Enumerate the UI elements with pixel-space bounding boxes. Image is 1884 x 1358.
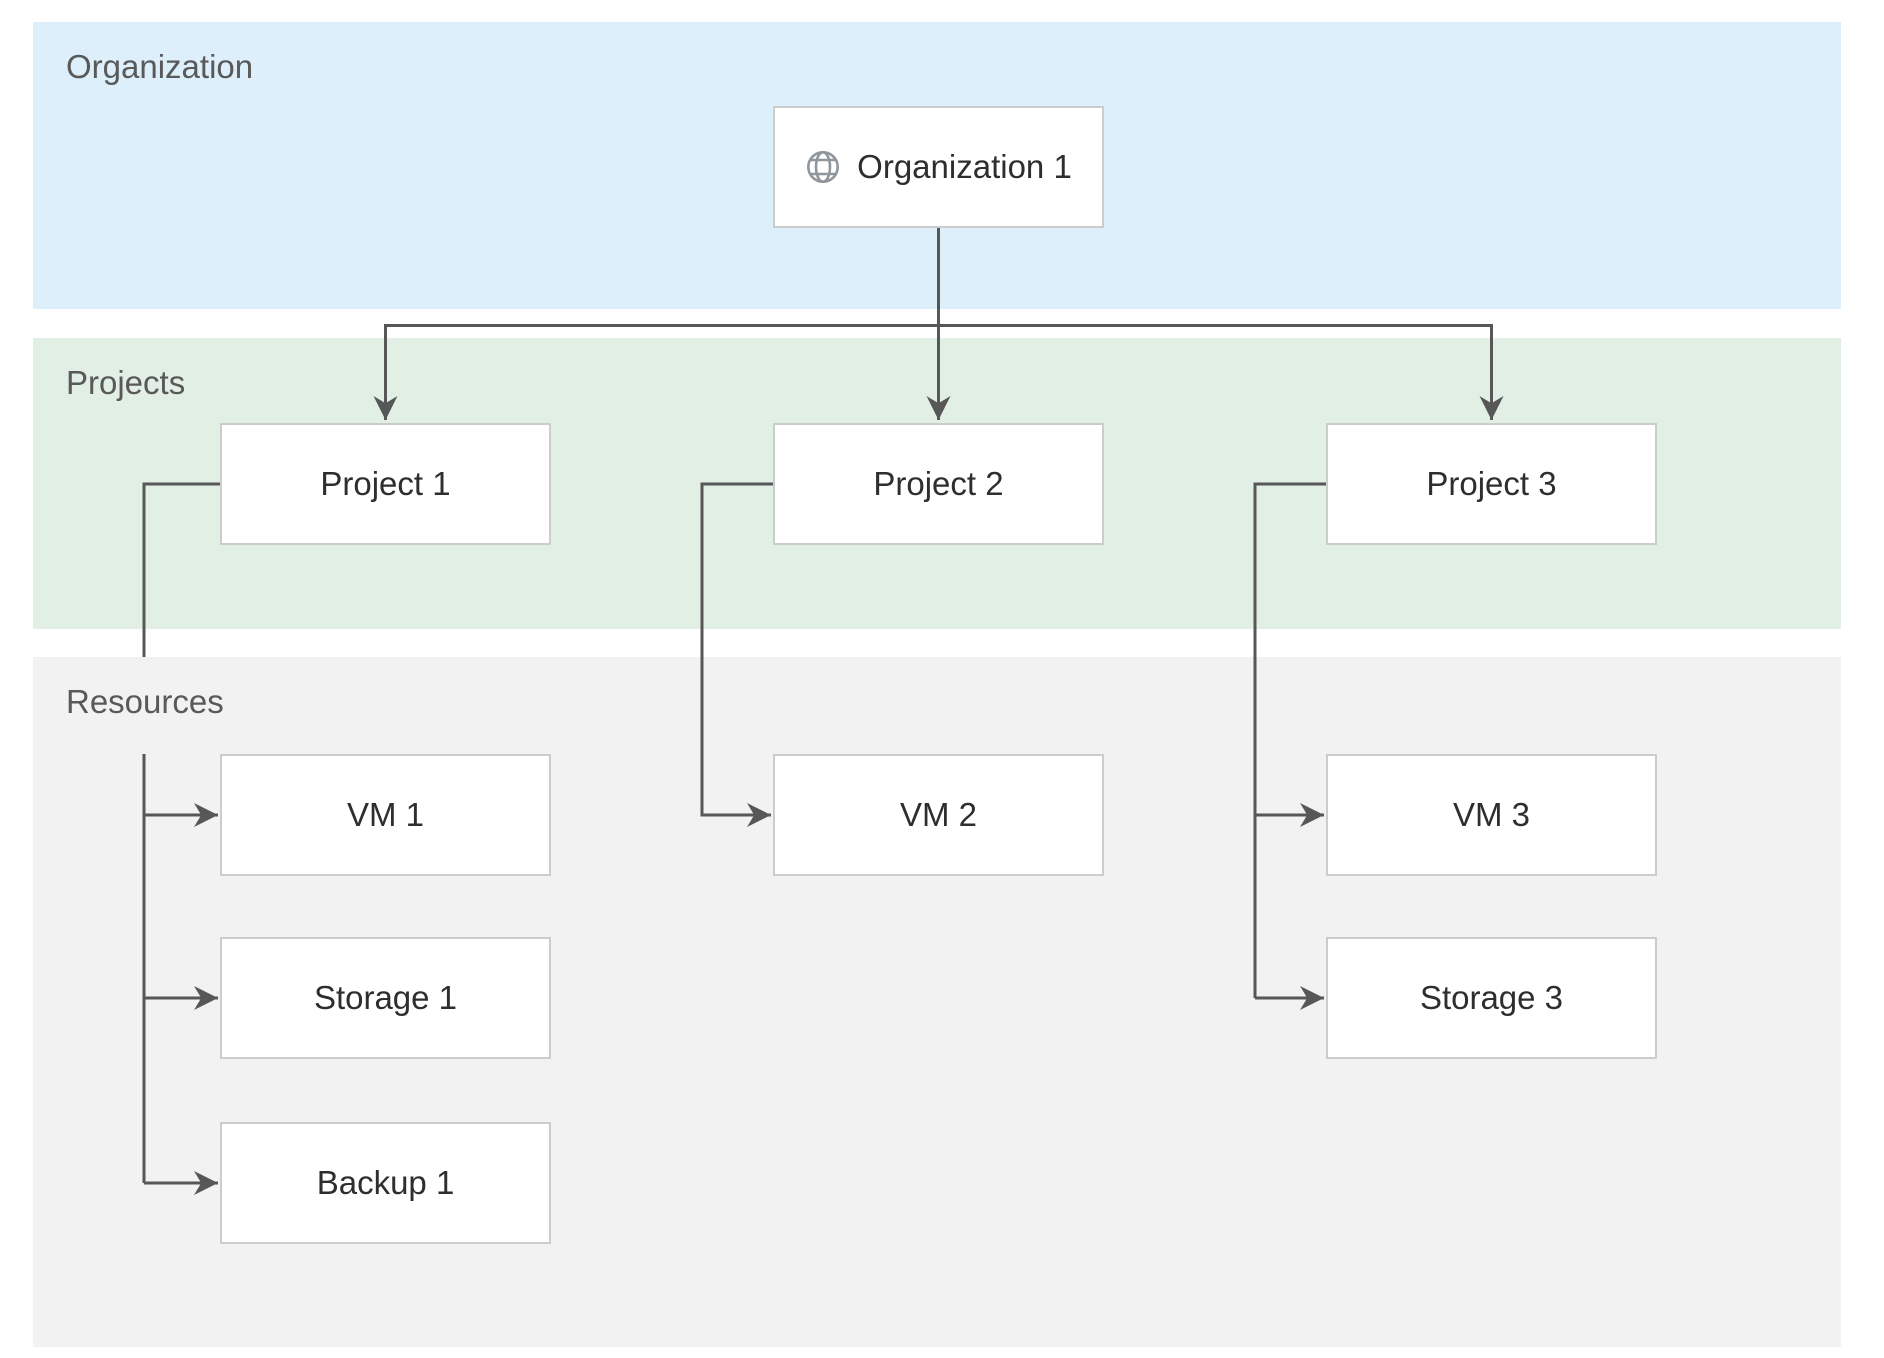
node-project-2-label: Project 2 [873,465,1004,502]
node-vm-1-label: VM 1 [346,796,425,833]
node-project-3-label: Project 3 [1426,465,1557,502]
band-projects-label: Projects [66,364,186,401]
node-storage-3-label: Storage 3 [1419,979,1564,1016]
node-backup-1-label: Backup 1 [316,1164,455,1201]
node-storage-1-label: Storage 1 [313,979,458,1016]
edge-organization1-project1 [373,324,939,420]
node-organization-1-label: Organization 1 [857,148,1072,185]
node-vm-3: VM 3 [1326,754,1657,876]
node-backup-1: Backup 1 [220,1122,551,1244]
globe-icon [807,151,840,183]
node-project-1: Project 1 [220,423,551,545]
band-resources-label: Resources [66,683,224,720]
node-vm-3-label: VM 3 [1452,796,1531,833]
node-vm-2: VM 2 [773,754,1104,876]
edge-organization1-project3 [938,324,1504,420]
node-vm-2-label: VM 2 [899,796,978,833]
edge-project1-trunk-upper [142,482,220,657]
edge-project3-trunk [1253,482,1326,998]
node-project-1-label: Project 1 [320,465,451,502]
node-storage-3: Storage 3 [1326,937,1657,1059]
node-project-3: Project 3 [1326,423,1657,545]
node-organization-1: Organization 1 [773,106,1104,228]
edge-project2-vm2 [700,482,773,827]
band-organization-label: Organization [66,48,254,85]
node-storage-1: Storage 1 [220,937,551,1059]
node-vm-1: VM 1 [220,754,551,876]
node-project-2: Project 2 [773,423,1104,545]
